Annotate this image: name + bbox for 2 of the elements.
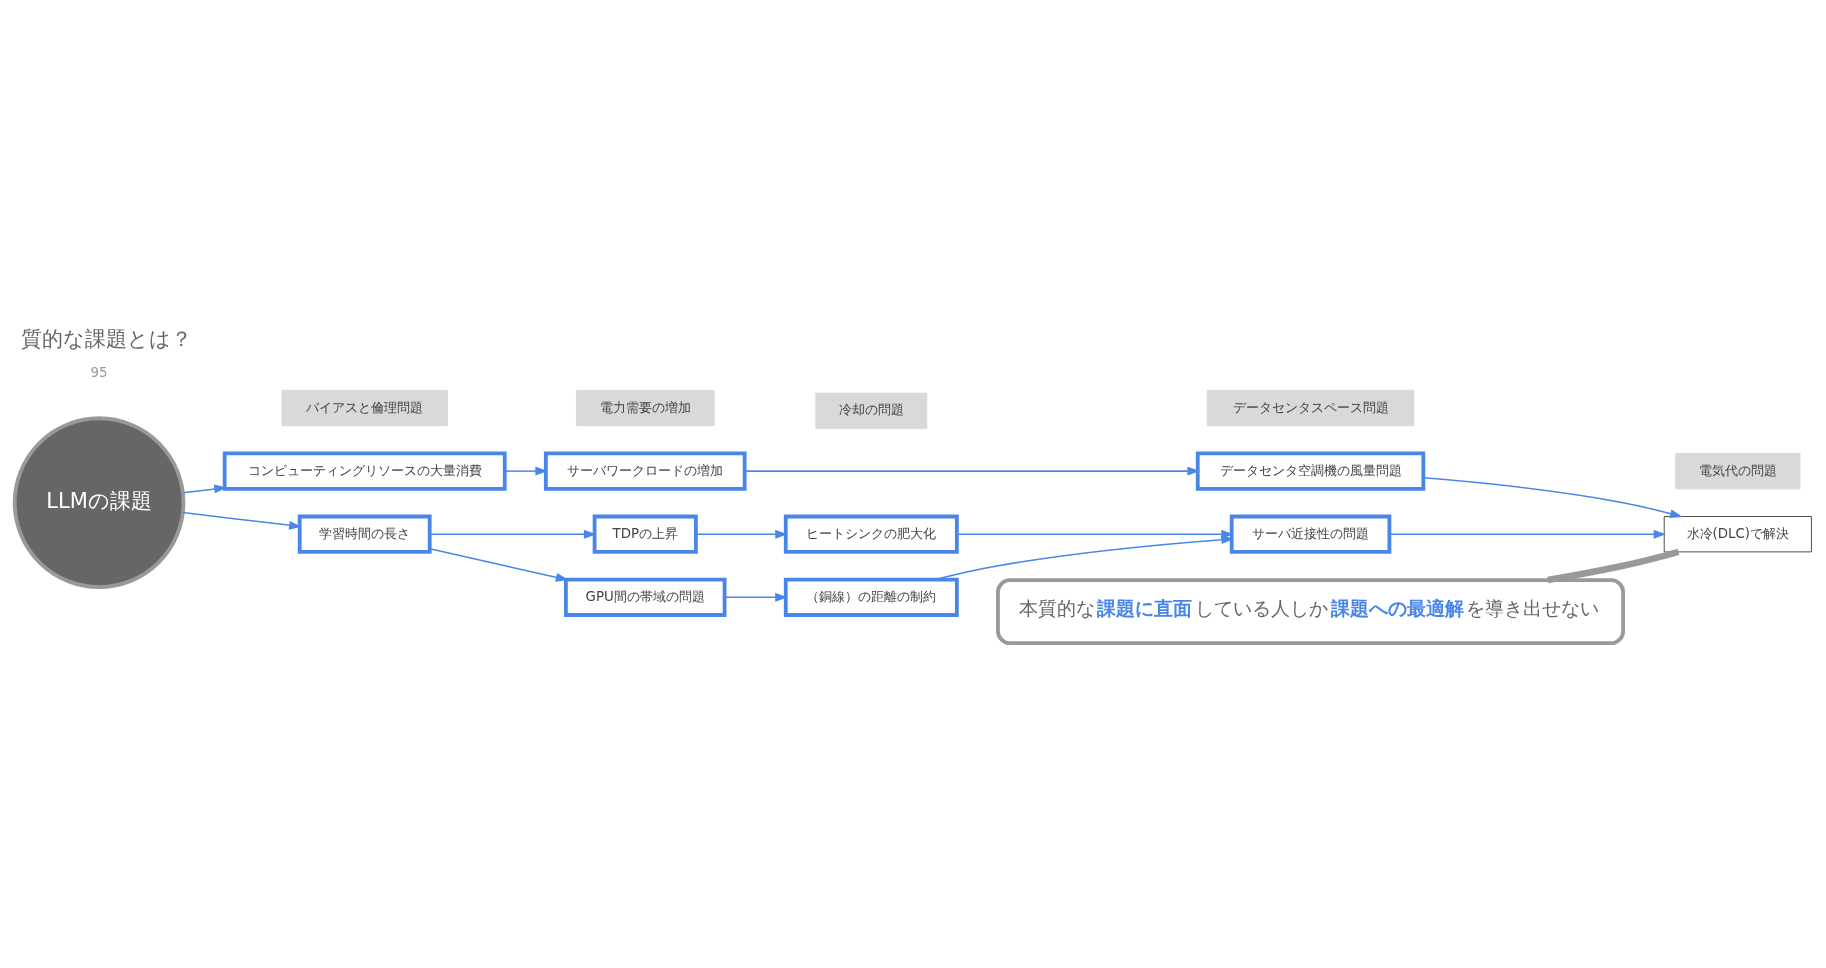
label: 95: [90, 364, 108, 380]
diagram-title: 質的な課題とは？: [21, 325, 193, 351]
